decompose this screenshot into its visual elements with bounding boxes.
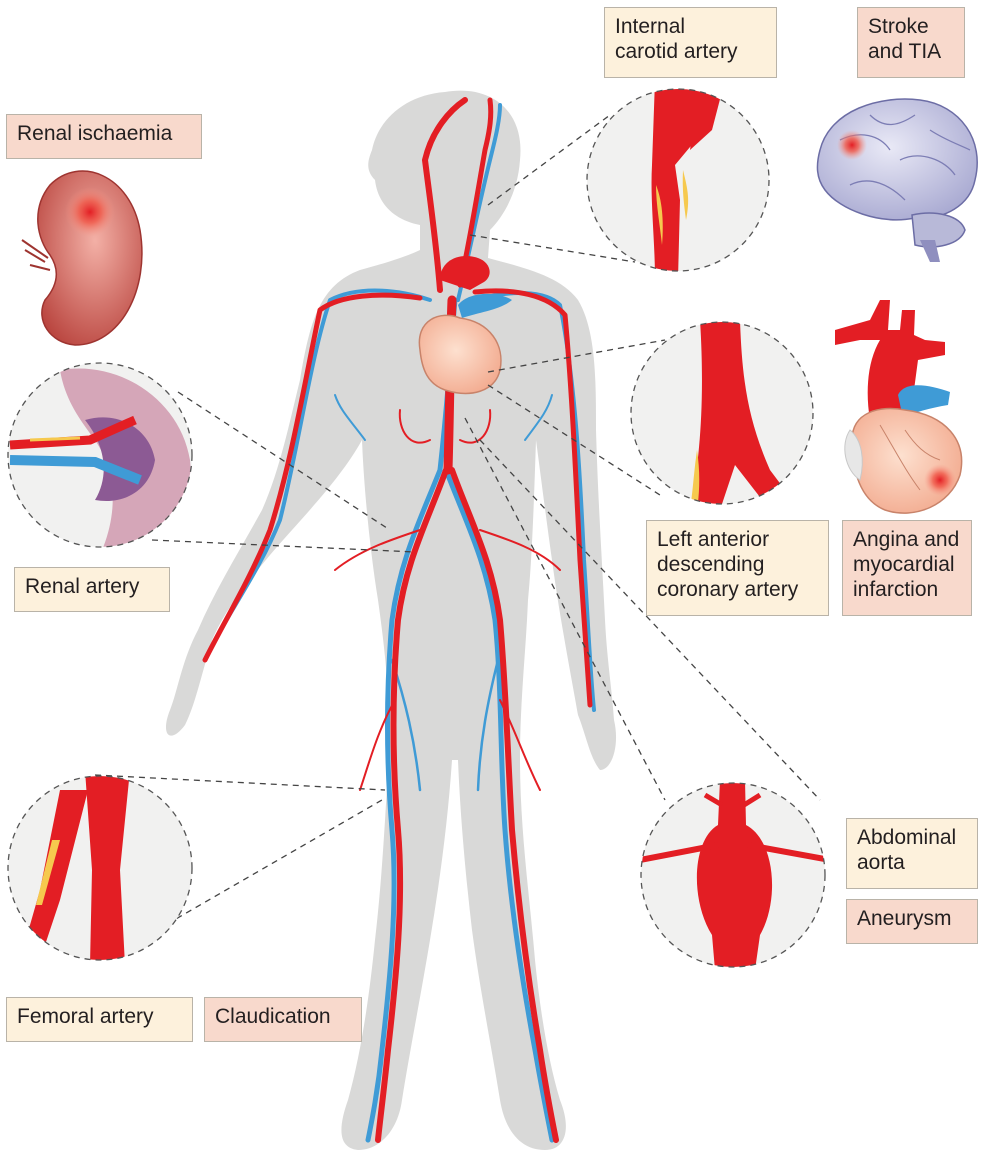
brain-icon: [817, 99, 977, 262]
renal-ischaemia-label: Renal ischaemia: [6, 114, 202, 159]
femoral-inset: [8, 770, 192, 965]
internal-carotid-label: Internal carotid artery: [604, 7, 777, 78]
stroke-tia-label: Stroke and TIA: [857, 7, 965, 78]
angina-mi-label: Angina and myocardial infarction: [842, 520, 972, 616]
femoral-artery-label: Femoral artery: [6, 997, 193, 1042]
carotid-inset: [587, 80, 769, 280]
lad-inset: [631, 320, 813, 510]
renal-artery-label: Renal artery: [14, 567, 170, 612]
abdominal-aorta-label: Abdominal aorta: [846, 818, 978, 889]
arteries: [205, 100, 590, 1140]
aneurysm-label: Aneurysm: [846, 899, 978, 944]
kidney-icon: [22, 171, 142, 345]
heart-icon: [835, 300, 962, 513]
left-anterior-descending-label: Left anterior descending coronary artery: [646, 520, 829, 616]
aorta-inset: [640, 780, 830, 970]
claudication-label: Claudication: [204, 997, 362, 1042]
renal-inset: [8, 363, 192, 555]
